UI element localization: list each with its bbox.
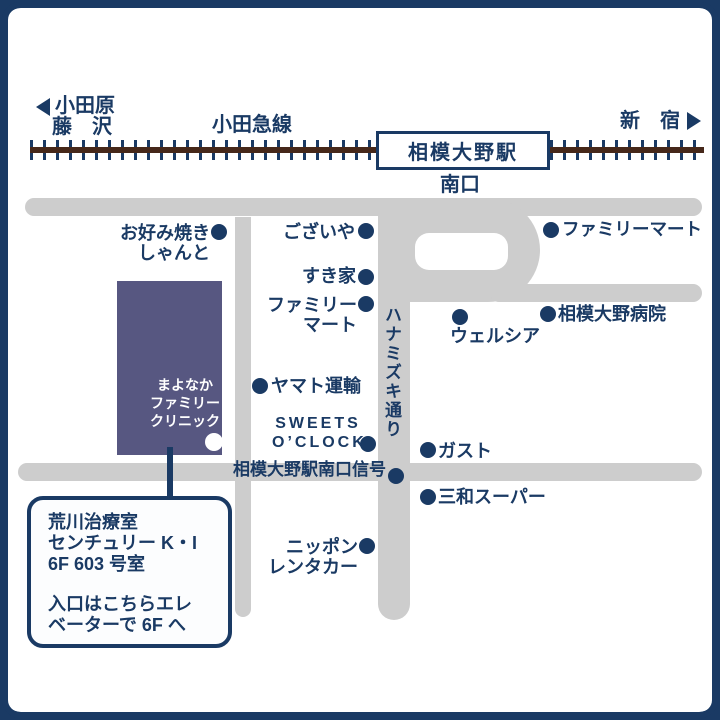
landmark-okonomiyaki-dot (211, 224, 227, 240)
landmark-welcia-label: ウェルシア (450, 326, 540, 346)
dest-right: 新 宿 (620, 110, 680, 132)
nippon-line2: レンタカー (268, 556, 358, 577)
hanamizuki-street-label: ハナミズキ通り (382, 306, 401, 439)
landmark-familymart-west-label: ファミリー マート (267, 295, 357, 335)
dest-left-line2: 藤 沢 (52, 116, 112, 138)
station-name: 相模大野駅 (408, 142, 518, 164)
landmark-gusto-label: ガスト (438, 441, 492, 461)
landmark-familymart-east-label: ファミリーマート (562, 219, 702, 239)
landmark-yamato-label: ヤマト運輸 (271, 376, 361, 396)
destination-callout: 荒川治療室 センチュリー K・I 6F 603 号室 入口はこちらエレ ベーター… (27, 496, 232, 648)
familymart-west-line2: マート (303, 314, 357, 335)
landmark-hospital-label: 相模大野病院 (558, 304, 666, 324)
callout-address: 荒川治療室 センチュリー K・I 6F 603 号室 (48, 512, 228, 575)
clinic-name-line1: まよなか (157, 377, 213, 393)
railway-line (30, 147, 704, 153)
callout-note: 入口はこちらエレ ベーターで 6F へ (48, 594, 228, 636)
landmark-familymart-east-dot (543, 222, 559, 238)
dest-left-line1: 小田原 (55, 95, 115, 117)
landmark-gozaiya-label: ございや (283, 222, 355, 242)
callout-leader-line (167, 447, 173, 503)
sweets-line1: SWEETS (275, 415, 361, 432)
familymart-west-line1: ファミリー (267, 295, 357, 315)
callout-address-line3: 6F 603 号室 (48, 554, 146, 574)
railway-name: 小田急線 (212, 114, 292, 136)
road-top (25, 198, 702, 216)
landmark-familymart-west-dot (358, 296, 374, 312)
landmark-sanwa-label: 三和スーパー (438, 487, 546, 507)
clinic-entrance-dot (205, 433, 223, 451)
landmark-sanwa-dot (420, 489, 436, 505)
okonomiyaki-line1: お好み焼き (120, 223, 210, 243)
south-exit-label: 南口 (440, 174, 480, 196)
landmark-okonomiyaki-label: お好み焼き しゃんと (120, 223, 210, 263)
okonomiyaki-line2: しゃんと (138, 242, 210, 263)
arrow-right-icon (687, 112, 701, 130)
landmark-welcia-dot (452, 309, 468, 325)
nippon-line1: ニッポン (286, 537, 358, 557)
callout-note-line1: 入口はこちらエレ (48, 594, 192, 614)
signal-label: 相模大野駅南口信号 (233, 460, 386, 479)
station-box: 相模大野駅 (376, 131, 550, 170)
landmark-hospital-dot (540, 306, 556, 322)
sweets-line2: O’CLOCK (272, 434, 367, 451)
road-building-street (235, 217, 251, 617)
callout-address-line2: センチュリー K・I (48, 533, 198, 553)
clinic-building-name: まよなか ファミリー クリニック (135, 376, 235, 430)
clinic-name-line3: クリニック (150, 413, 220, 429)
landmark-yamato-dot (252, 378, 268, 394)
callout-address-line1: 荒川治療室 (48, 512, 138, 532)
landmark-sweets-dot (360, 436, 376, 452)
road-bottom (18, 463, 702, 481)
landmark-nippon-label: ニッポン レンタカー (268, 537, 358, 577)
road-loop-island (415, 233, 508, 270)
clinic-name-line2: ファミリー (150, 395, 220, 411)
road-hanamizuki-street (378, 198, 410, 620)
arrow-left-icon (36, 98, 50, 116)
signal-dot (388, 468, 404, 484)
landmark-nippon-dot (359, 538, 375, 554)
clinic-building (117, 281, 222, 455)
landmark-gozaiya-dot (358, 223, 374, 239)
callout-note-line2: ベーターで 6F へ (48, 615, 186, 635)
landmark-sweets-label: SWEETS O’CLOCK (272, 414, 364, 452)
landmark-sukiya-label: すき家 (302, 266, 356, 286)
road-east (490, 284, 702, 302)
landmark-gusto-dot (420, 442, 436, 458)
landmark-sukiya-dot (358, 269, 374, 285)
